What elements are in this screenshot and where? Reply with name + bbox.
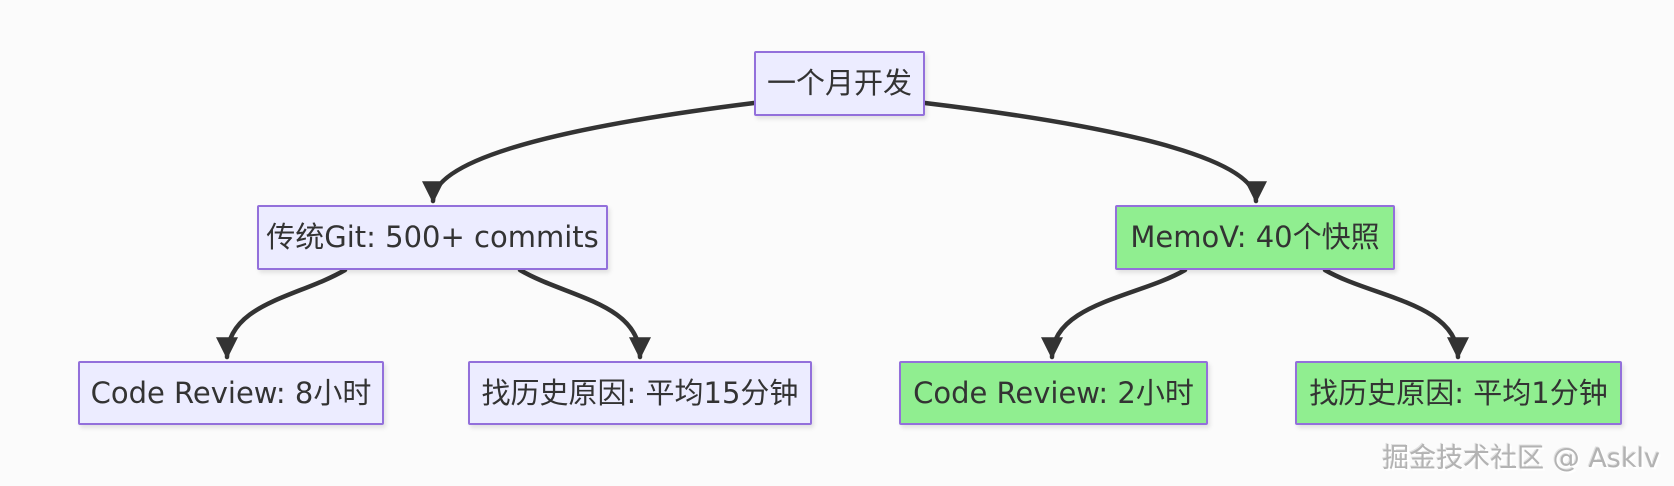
node-root: 一个月开发 xyxy=(754,51,925,116)
edge-root-to-memov xyxy=(922,100,1267,204)
node-memov: MemoV: 40个快照 xyxy=(1115,205,1395,270)
watermark-text: 掘金技术社区 @ Asklv xyxy=(1382,443,1660,474)
node-memov-review: Code Review: 2小时 xyxy=(899,361,1208,425)
node-git: 传统Git: 500+ commits xyxy=(257,205,608,270)
edge-git-to-git-review xyxy=(216,267,348,360)
edge-memov-to-memov-history xyxy=(1322,267,1469,360)
node-git-history: 找历史原因: 平均15分钟 xyxy=(468,361,812,425)
edge-root-to-git xyxy=(422,100,757,204)
node-git-review: Code Review: 8小时 xyxy=(78,361,384,425)
node-memov-history: 找历史原因: 平均1分钟 xyxy=(1295,361,1622,425)
edge-memov-to-memov-review xyxy=(1041,267,1188,360)
edge-git-to-git-history xyxy=(517,267,651,360)
